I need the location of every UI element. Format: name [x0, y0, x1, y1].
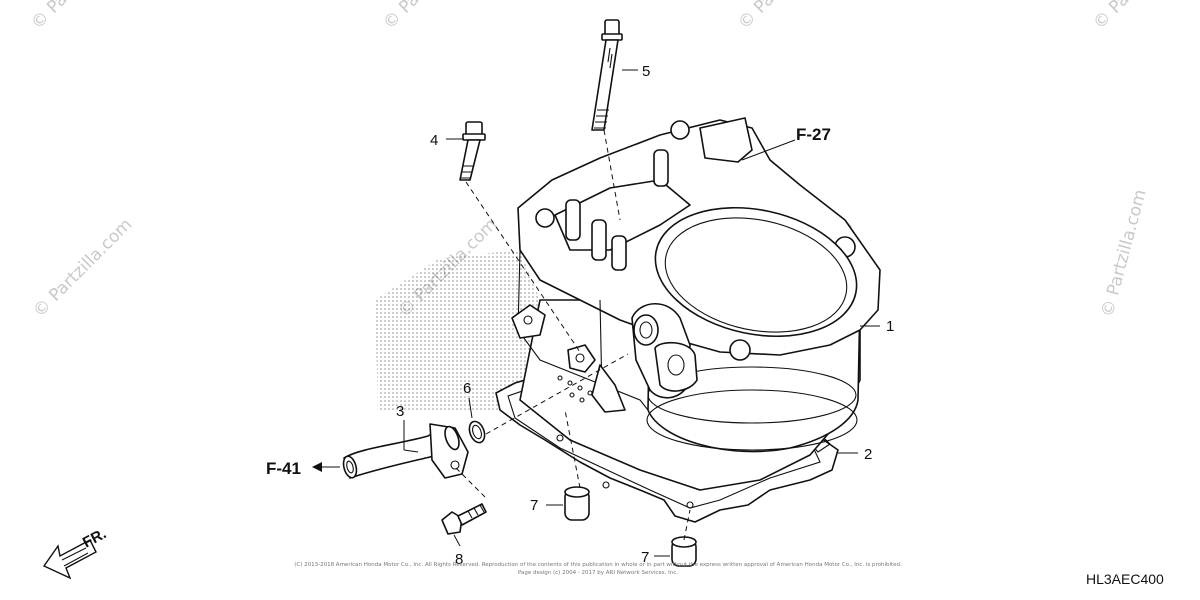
shadow-shading: [375, 250, 540, 412]
watermark-text: © Partzilla.com: [27, 0, 134, 34]
diagram-code: HL3AEC400: [1086, 571, 1164, 587]
callout-5: 5: [642, 63, 650, 80]
bolt-part-4: [459, 121, 486, 181]
o-ring: [468, 420, 486, 444]
callout-7: 7: [641, 549, 649, 566]
callout-4: 4: [430, 132, 438, 149]
dowel-pin: [564, 486, 590, 521]
cylinder-block: [511, 117, 881, 491]
watermark-text: © Partzilla.com: [379, 0, 486, 34]
bolt-part-8: [441, 503, 487, 535]
watermark-text: © Partzilla.com: [1089, 0, 1196, 34]
watermark-text: © Partzilla.com: [734, 0, 841, 34]
copyright-line-1: (C) 2013-2018 American Honda Motor Co., …: [294, 562, 902, 568]
watermark-text: © Partzilla.com: [29, 215, 136, 322]
o-ring-inner: [471, 424, 483, 440]
callout-1: 1: [886, 318, 894, 335]
callout-8: 8: [455, 551, 463, 568]
water-pipe: [342, 423, 469, 479]
callout-3: 3: [396, 403, 404, 420]
callout-7: 7: [530, 497, 538, 514]
reference-f41[interactable]: F-41: [266, 459, 301, 478]
stud-bolt: [591, 19, 623, 131]
callout-2: 2: [864, 446, 872, 463]
watermark-text: © Partzilla.com: [1098, 187, 1151, 319]
leader-lines: [403, 69, 880, 557]
front-arrow: [42, 539, 97, 580]
reference-f27[interactable]: F-27: [796, 125, 831, 144]
reference-arrow: [312, 462, 340, 472]
callout-6: 6: [463, 380, 471, 397]
copyright-line-2: Page design (c) 2004 - 2017 by ARI Netwo…: [518, 570, 678, 576]
dowel-pin: [671, 536, 697, 567]
